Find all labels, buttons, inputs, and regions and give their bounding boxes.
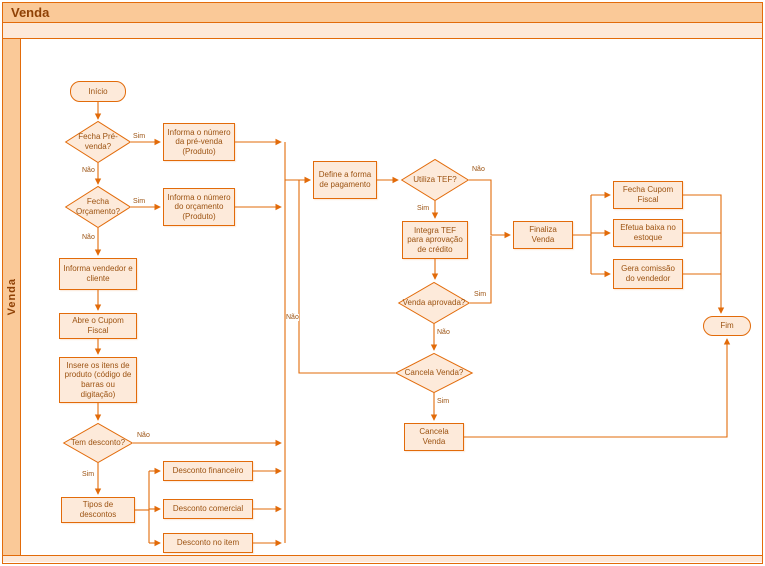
diagram-subtitle-bar	[3, 23, 762, 39]
swimlane-venda: Venda	[3, 39, 762, 555]
bottom-bar	[3, 555, 762, 562]
diagram-title-bar: Venda	[3, 3, 762, 23]
swimlane-label: Venda	[5, 278, 18, 316]
swimlane-body	[21, 39, 762, 555]
swimlane-header: Venda	[3, 39, 21, 555]
diagram-title: Venda	[11, 5, 50, 20]
